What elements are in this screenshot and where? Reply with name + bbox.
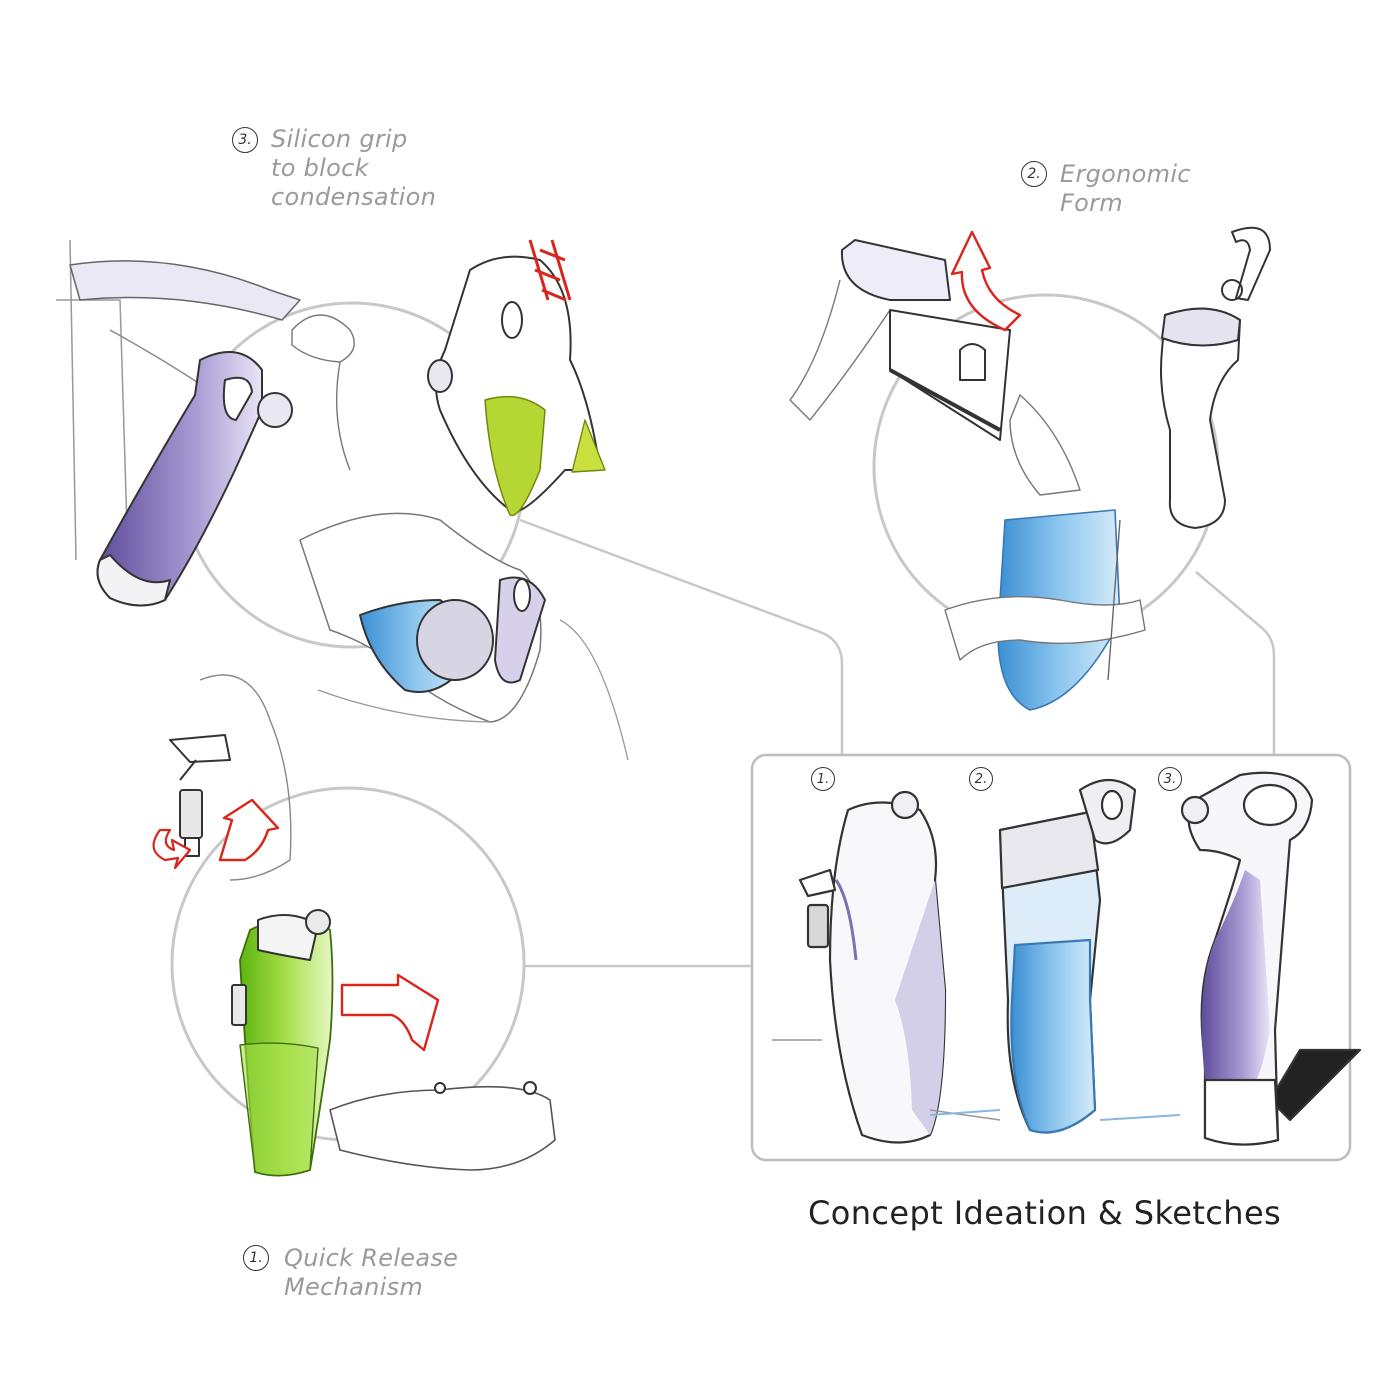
panel-number-1: 1. (811, 767, 835, 791)
panel-bottle-3 (1180, 771, 1362, 1146)
panel-bottle-2 (929, 778, 1181, 1134)
concept-2-number: 2. (1021, 161, 1047, 187)
concept-3-line-3: condensation (271, 183, 437, 211)
panel-number-2: 2. (969, 767, 993, 791)
concept-3-label: Silicon grip to block condensation (271, 125, 436, 212)
panel-number-3: 3. (1158, 767, 1182, 791)
connector-3 (519, 518, 844, 755)
concept-2-line-1: Ergonomic (1060, 160, 1191, 188)
concept-1-number: 1. (243, 1245, 269, 1271)
panel-bottle-1 (772, 790, 1001, 1144)
concept-3-line-2: to block (271, 154, 369, 182)
connector-lines (519, 518, 1276, 968)
concept-1-line-1: Quick Release (284, 1244, 459, 1272)
concept-1-line-2: Mechanism (284, 1273, 424, 1301)
concept-3-line-1: Silicon grip (271, 125, 408, 153)
quick-release-sketch-group (152, 674, 556, 1177)
concept-2-label: Ergonomic Form (1060, 160, 1191, 218)
concept-3-number: 3. (232, 127, 258, 153)
connector-2 (1195, 571, 1276, 755)
concept-1-label: Quick Release Mechanism (284, 1244, 458, 1302)
concept-2-line-2: Form (1060, 189, 1123, 217)
grip-sketch-group (56, 239, 629, 761)
page-title: Concept Ideation & Sketches (808, 1194, 1282, 1232)
ergonomic-sketch-group (789, 226, 1271, 711)
